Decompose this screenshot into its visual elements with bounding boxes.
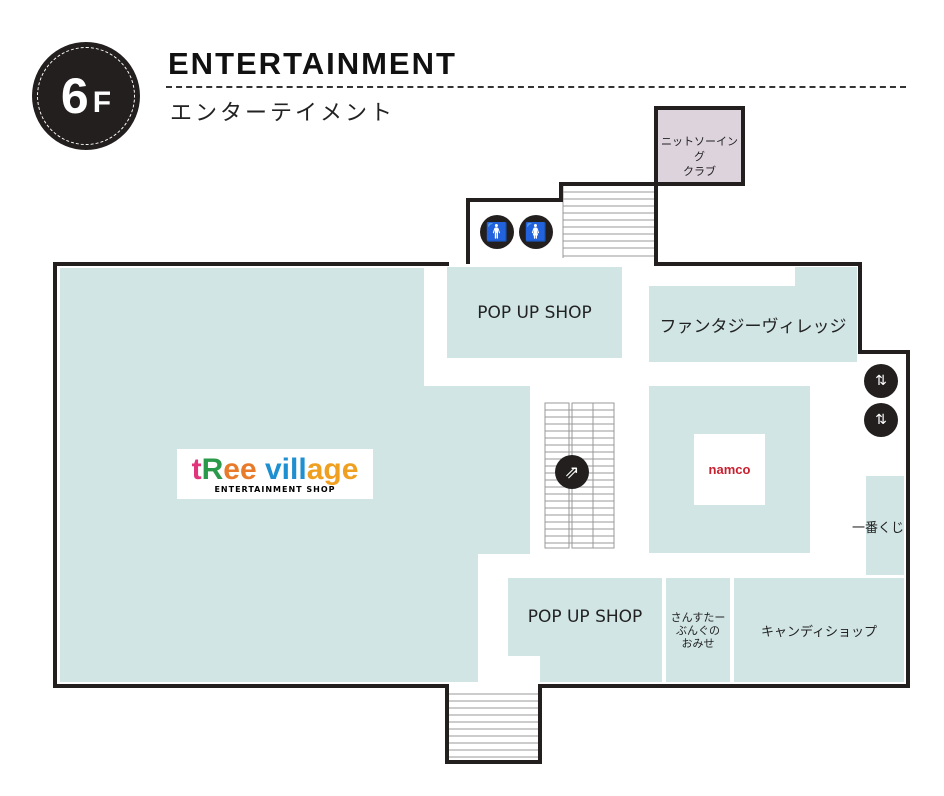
bottom-stairs [449, 693, 539, 758]
tree-village-area-ext [424, 386, 530, 554]
sunstar-line3: おみせ [681, 636, 715, 650]
knit-line1: ニットソーイング [661, 135, 738, 163]
tree-village-area-ext2 [424, 554, 478, 682]
title-divider [166, 86, 906, 88]
escalator-icon: ⇗ [555, 455, 589, 489]
fantasy-village[interactable]: ファンタジーヴィレッジ [649, 286, 857, 362]
namco-logo: namco [694, 434, 765, 505]
sunstar-stationery[interactable]: さんすたー ぶんぐの おみせ [666, 578, 730, 682]
knit-line2: クラブ [683, 165, 716, 178]
tree-village-logo[interactable]: tRee village ENTERTAINMENT SHOP [177, 449, 373, 499]
page-subtitle: エンターテイメント [170, 101, 396, 126]
womens-restroom-icon: 🚺 [519, 215, 553, 249]
badge-dashed-ring [37, 47, 135, 145]
candy-shop[interactable]: キャンディショップ [734, 578, 904, 682]
namco-area[interactable]: namco [649, 386, 810, 553]
sunstar-line2: ぶんぐの [676, 623, 720, 637]
popup-shop-bottom-ext [540, 656, 662, 682]
popup-shop-top[interactable]: POP UP SHOP [447, 267, 622, 358]
sunstar-line1: さんすたー [670, 610, 726, 624]
knit-sewing-club[interactable]: ニットソーイング クラブ [656, 108, 743, 184]
elevator-icon-2: ⇅ [864, 403, 898, 437]
page-title: ENTERTAINMENT [168, 46, 457, 81]
mens-restroom-icon: 🚹 [480, 215, 514, 249]
elevator-icon: ⇅ [864, 364, 898, 398]
top-stairs [562, 184, 655, 258]
ichiban-kuji-label: 一番くじ [852, 521, 905, 536]
ichiban-kuji-area[interactable] [866, 476, 904, 575]
popup-shop-bottom[interactable]: POP UP SHOP [508, 578, 662, 656]
floor-badge: 6 F [32, 42, 140, 150]
tree-village-sub: ENTERTAINMENT SHOP [214, 484, 336, 494]
tree-village-logo-text: tRee village [191, 452, 359, 486]
fantasy-village-ext [795, 267, 857, 287]
